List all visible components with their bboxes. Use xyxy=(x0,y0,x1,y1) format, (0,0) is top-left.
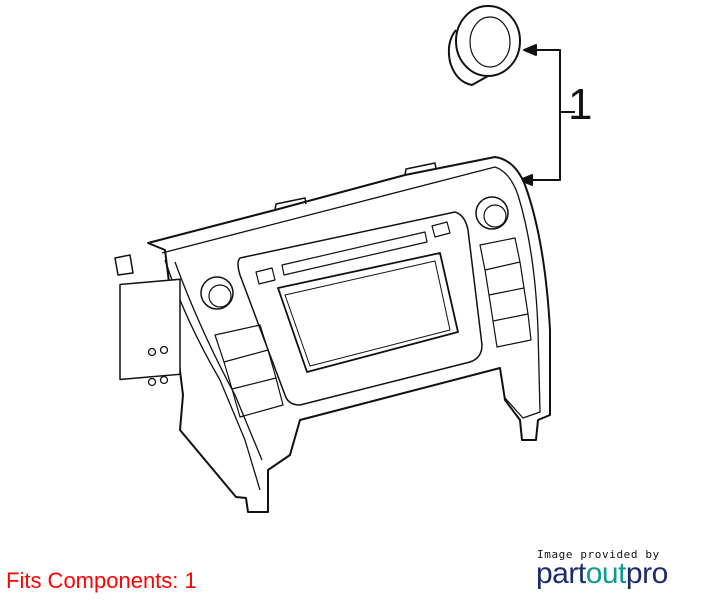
logo-out: out xyxy=(585,557,627,590)
image-credit-text: Image provided by xyxy=(537,548,660,561)
logo-part: part xyxy=(536,557,586,590)
callout-leader xyxy=(519,44,575,186)
partoutpro-logo[interactable]: partoutpro xyxy=(536,557,668,591)
panel-part xyxy=(114,156,551,513)
logo-pro: pro xyxy=(625,557,668,590)
knob-part xyxy=(447,5,521,86)
callout-number: 1 xyxy=(568,80,593,129)
fits-components-text: Fits Components: 1 xyxy=(6,568,197,593)
